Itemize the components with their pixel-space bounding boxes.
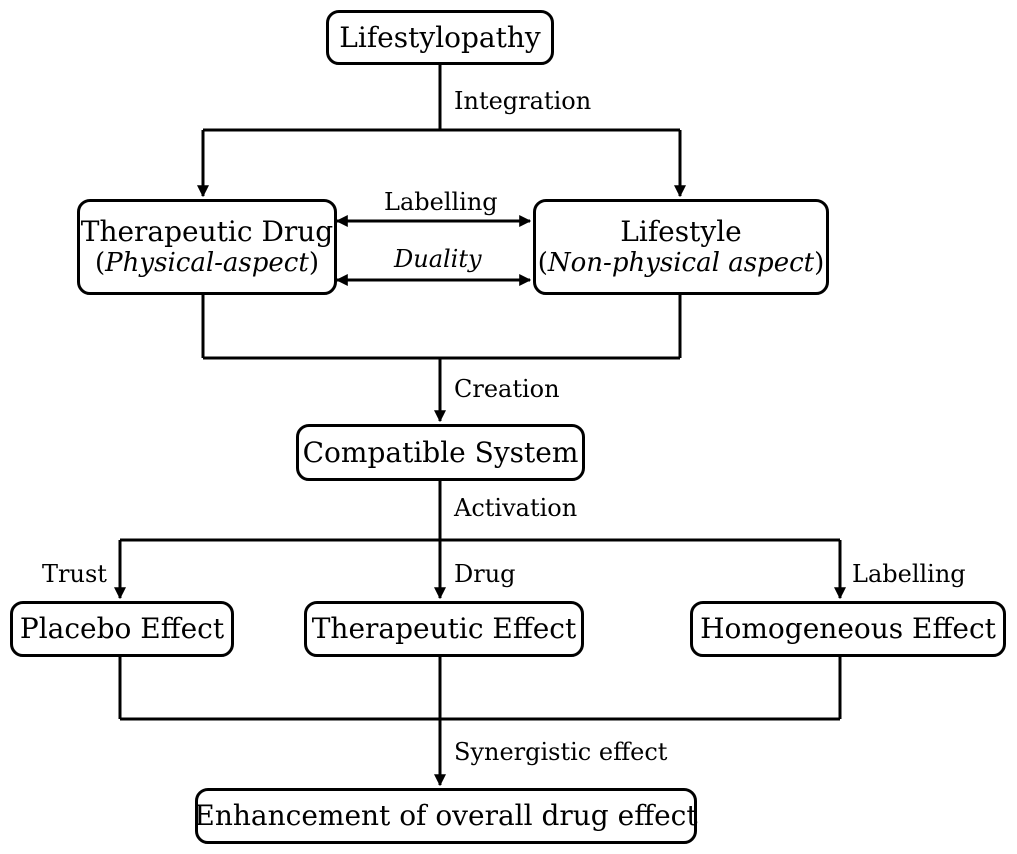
node-placebo-effect-label: Placebo Effect [19, 612, 225, 646]
label-synergistic-effect: Synergistic effect [454, 738, 668, 766]
label-creation: Creation [454, 375, 560, 403]
node-enhancement-label: Enhancement of overall drug effect [194, 799, 698, 833]
label-labelling-top: Labelling [384, 188, 498, 216]
node-therapeutic-effect: Therapeutic Effect [304, 601, 584, 657]
label-duality: Duality [394, 245, 482, 273]
node-lifestyle-title: Lifestyle [620, 214, 742, 248]
node-lifestyle-aspect: (Non-physical aspect) [537, 248, 825, 279]
node-placebo-effect: Placebo Effect [10, 601, 234, 657]
label-trust: Trust [42, 560, 107, 588]
node-therapeutic-drug-title: Therapeutic Drug [80, 214, 334, 248]
node-lifestylopathy-label: Lifestylopathy [339, 20, 541, 54]
node-therapeutic-drug: Therapeutic Drug (Physical-aspect) [77, 199, 337, 295]
node-homogeneous-effect: Homogeneous Effect [690, 601, 1006, 657]
node-enhancement: Enhancement of overall drug effect [194, 788, 698, 844]
node-therapeutic-drug-aspect: (Physical-aspect) [95, 248, 319, 279]
label-labelling-right: Labelling [852, 560, 966, 588]
label-activation: Activation [454, 494, 578, 522]
node-therapeutic-effect-label: Therapeutic Effect [311, 612, 577, 646]
label-integration: Integration [454, 87, 592, 115]
node-lifestyle: Lifestyle (Non-physical aspect) [533, 199, 829, 295]
node-compatible-system-label: Compatible System [302, 435, 579, 469]
node-lifestylopathy: Lifestylopathy [326, 10, 554, 65]
label-drug: Drug [454, 560, 516, 588]
node-compatible-system: Compatible System [296, 424, 585, 481]
node-homogeneous-effect-label: Homogeneous Effect [700, 612, 996, 646]
